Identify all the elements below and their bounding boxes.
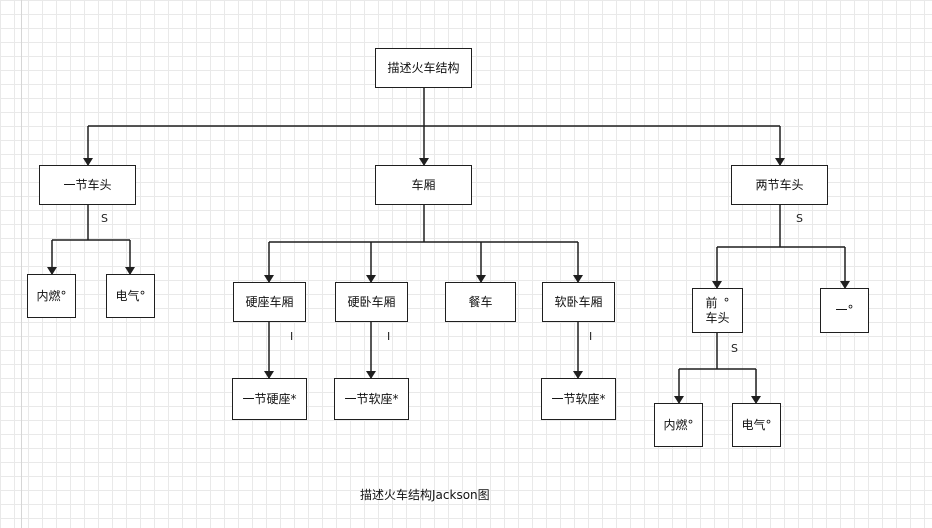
root-node[interactable]: 描述火车结构 xyxy=(375,48,472,88)
iteration-marker-soft-sleeper: I xyxy=(589,330,593,343)
node-one-soft-seat-a-label: 一节软座* xyxy=(344,391,399,406)
node-electric-2[interactable]: 电气° xyxy=(732,403,781,447)
node-soft-sleeper-car-label: 软卧车厢 xyxy=(554,294,603,309)
selection-marker-one-head: S xyxy=(101,212,108,225)
node-two-head-label: 两节车头 xyxy=(755,177,804,192)
node-one-soft-seat-b[interactable]: 一节软座* xyxy=(541,378,616,420)
node-one-hard-seat-label: 一节硬座* xyxy=(242,391,297,406)
node-hard-seat-car[interactable]: 硬座车厢 xyxy=(233,282,306,322)
root-node-label: 描述火车结构 xyxy=(387,60,460,75)
node-front-head-degree: ° xyxy=(723,295,730,310)
node-one-soft-seat-a[interactable]: 一节软座* xyxy=(334,378,409,420)
node-front-head-line2: 车头 xyxy=(705,310,730,325)
node-dining-car[interactable]: 餐车 xyxy=(445,282,516,322)
node-electric-1[interactable]: 电气° xyxy=(106,274,155,318)
selection-marker-two-head: S xyxy=(796,212,803,225)
node-other-head-label: 一° xyxy=(835,303,854,317)
node-other-head[interactable]: 一° xyxy=(820,288,869,333)
node-dining-car-label: 餐车 xyxy=(468,294,493,309)
node-one-head[interactable]: 一节车头 xyxy=(39,165,136,205)
node-diesel-1-label: 内燃° xyxy=(36,288,67,303)
node-diesel-2[interactable]: 内燃° xyxy=(654,403,703,447)
node-one-hard-seat[interactable]: 一节硬座* xyxy=(232,378,307,420)
node-diesel-1[interactable]: 内燃° xyxy=(27,274,76,318)
canvas-left-border xyxy=(21,0,22,528)
node-hard-seat-car-label: 硬座车厢 xyxy=(245,294,294,309)
node-electric-2-label: 电气° xyxy=(741,417,772,432)
node-soft-sleeper-car[interactable]: 软卧车厢 xyxy=(542,282,615,322)
node-car[interactable]: 车厢 xyxy=(375,165,472,205)
selection-marker-front-head: S xyxy=(731,342,738,355)
iteration-marker-hard-sleeper: I xyxy=(387,330,391,343)
iteration-marker-hard-seat: I xyxy=(290,330,294,343)
node-diesel-2-label: 内燃° xyxy=(663,417,694,432)
node-front-head-word: 前 xyxy=(705,295,718,310)
node-hard-sleeper-car-label: 硬卧车厢 xyxy=(347,294,396,309)
diagram-caption: 描述火车结构Jackson图 xyxy=(360,488,490,502)
node-electric-1-label: 电气° xyxy=(115,288,146,303)
node-one-soft-seat-b-label: 一节软座* xyxy=(551,391,606,406)
node-car-label: 车厢 xyxy=(411,177,436,192)
node-front-head[interactable]: 前° 车头 xyxy=(692,288,743,333)
node-two-head[interactable]: 两节车头 xyxy=(731,165,828,205)
node-one-head-label: 一节车头 xyxy=(63,177,112,192)
node-hard-sleeper-car[interactable]: 硬卧车厢 xyxy=(335,282,408,322)
node-front-head-line1: 前° xyxy=(705,296,729,311)
